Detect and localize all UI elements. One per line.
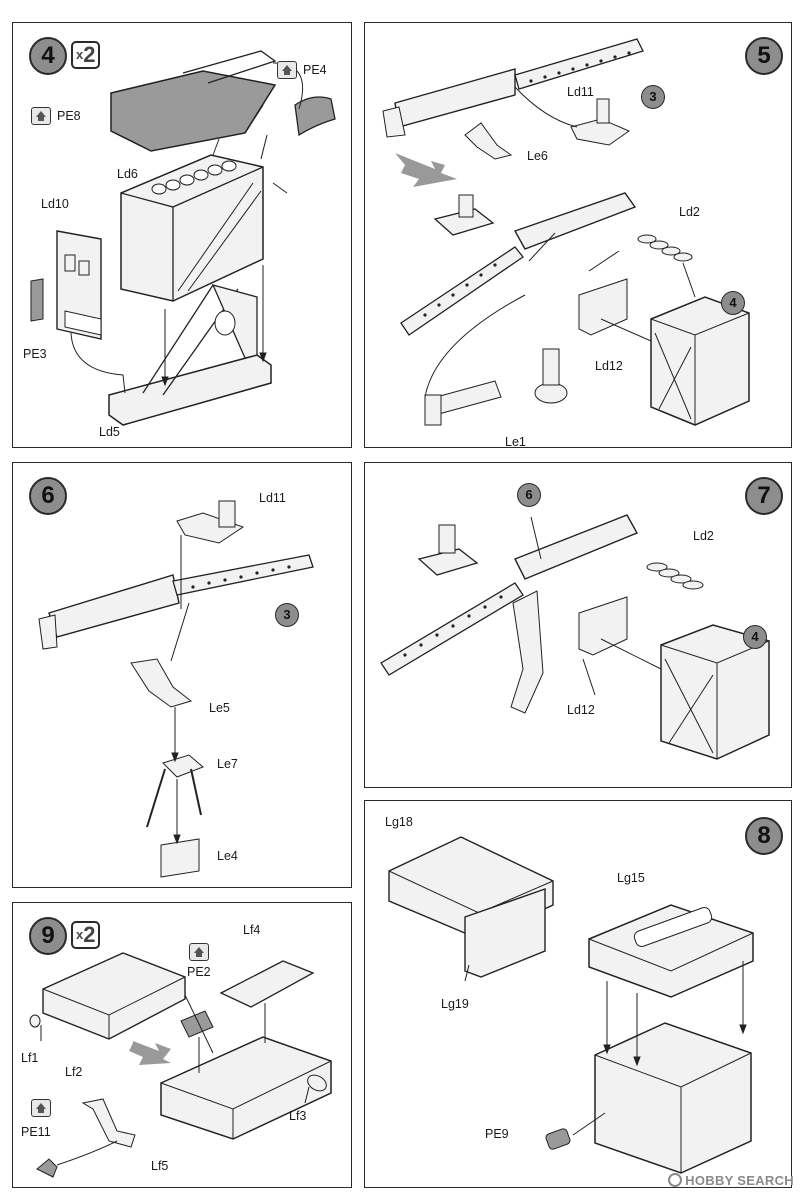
quantity-multiplier: x2 <box>71 41 101 69</box>
step-6-panel: 6 3 Ld11 Le5 Le7 Le4 <box>12 462 352 888</box>
photo-etch-icon <box>31 1099 51 1117</box>
part-label-pe9: PE9 <box>485 1127 509 1141</box>
multiplier-count: 2 <box>83 922 96 947</box>
part-label-pe4: PE4 <box>303 63 327 77</box>
part-label-ld11: Ld11 <box>259 491 286 505</box>
part-label-lf3: Lf3 <box>289 1109 307 1123</box>
watermark-text: HOBBY SEARCH <box>685 1173 794 1188</box>
reference-step-badge: 3 <box>275 603 299 627</box>
reference-step-badge: 4 <box>721 291 745 315</box>
part-label-lg19: Lg19 <box>441 997 469 1011</box>
step-number-badge: 4 <box>29 37 67 75</box>
step-8-panel: 8 Lg18 Lg15 Lg19 PE9 <box>364 800 792 1188</box>
part-label-le1: Le1 <box>505 435 526 449</box>
multiplier-x: x <box>76 47 84 62</box>
part-label-ld11: Ld11 <box>567 85 594 99</box>
part-label-le6: Le6 <box>527 149 548 163</box>
part-label-ld6: Ld6 <box>117 167 138 181</box>
part-label-le5: Le5 <box>209 701 230 715</box>
step-8-drawing <box>388 836 754 1174</box>
part-label-ld2: Ld2 <box>693 529 714 543</box>
multiplier-count: 2 <box>83 42 96 67</box>
watermark-logo: HOBBY SEARCH <box>668 1173 794 1188</box>
part-label-lf4: Lf4 <box>243 923 261 937</box>
step-6-drawing <box>38 500 314 878</box>
part-label-ld5: Ld5 <box>99 425 120 439</box>
step-4-drawing <box>30 50 336 426</box>
photo-etch-icon <box>189 943 209 961</box>
step-number-badge: 9 <box>29 917 67 955</box>
quantity-multiplier: x2 <box>71 921 101 949</box>
multiplier-x: x <box>76 927 84 942</box>
step-9-drawing <box>29 952 332 1178</box>
step-4-panel: 4 x2 PE4 PE8 Ld6 Ld10 PE3 Ld5 <box>12 22 352 448</box>
photo-etch-icon <box>31 107 51 125</box>
step-7-drawing <box>380 514 770 760</box>
step-9-panel: 9 x2 Lf4 PE2 Lf1 Lf2 Lf3 PE11 Lf5 <box>12 902 352 1188</box>
part-label-ld10: Ld10 <box>41 197 69 211</box>
part-label-ld2: Ld2 <box>679 205 700 219</box>
part-label-lf5: Lf5 <box>151 1159 169 1173</box>
part-label-le4: Le4 <box>217 849 238 863</box>
part-label-lf1: Lf1 <box>21 1051 39 1065</box>
reference-step-badge: 6 <box>517 483 541 507</box>
reference-step-badge: 3 <box>641 85 665 109</box>
part-label-pe2: PE2 <box>187 965 211 979</box>
reference-step-badge: 4 <box>743 625 767 649</box>
part-label-pe11: PE11 <box>21 1125 51 1139</box>
step-number-badge: 8 <box>745 817 783 855</box>
part-label-lg15: Lg15 <box>617 871 645 885</box>
step-number-badge: 6 <box>29 477 67 515</box>
part-label-le7: Le7 <box>217 757 238 771</box>
part-label-pe3: PE3 <box>23 347 47 361</box>
hobby-search-logo-icon <box>668 1173 683 1187</box>
step-number-badge: 7 <box>745 477 783 515</box>
step-5-panel: 5 3 4 Ld11 Le6 Ld2 Ld12 Le1 <box>364 22 792 449</box>
step-7-panel: 7 6 4 Ld2 Ld12 <box>364 462 792 788</box>
step-number-badge: 5 <box>745 37 783 75</box>
part-label-pe8: PE8 <box>57 109 81 123</box>
photo-etch-icon <box>277 61 297 79</box>
part-label-lg18: Lg18 <box>385 815 413 829</box>
part-label-ld12: Ld12 <box>595 359 623 373</box>
step-5-drawing <box>382 38 750 426</box>
part-label-ld12: Ld12 <box>567 703 595 717</box>
part-label-lf2: Lf2 <box>65 1065 83 1079</box>
